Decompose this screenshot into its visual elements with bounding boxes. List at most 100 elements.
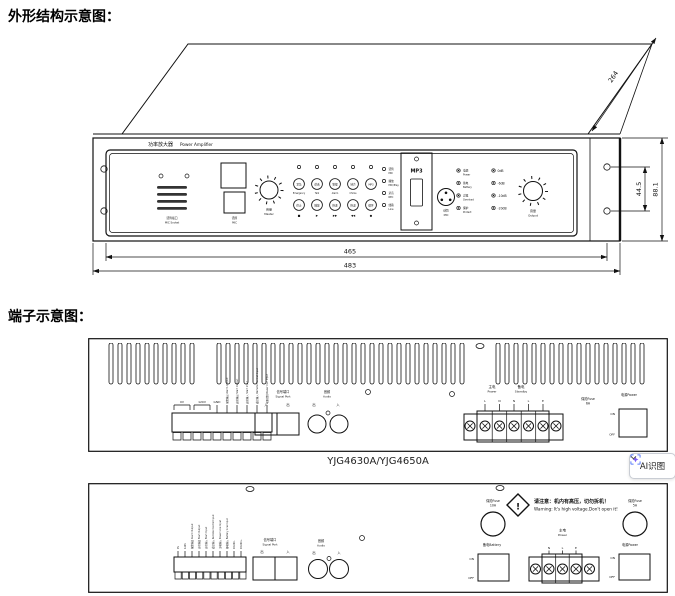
- dimension-height: 88.1: [622, 137, 668, 242]
- usb-slot: [410, 178, 423, 207]
- svg-text:快退: 快退: [350, 204, 356, 208]
- screw-hole: [495, 485, 505, 491]
- svg-text:遥控输入 Remote Control Input: 遥控输入 Remote Control Input: [211, 514, 215, 549]
- signal-port: 信号端口 Signal Port 入 出: [254, 389, 300, 436]
- battery-switch: 备电Battery ON OFF: [468, 542, 510, 582]
- svg-text:讲话: 讲话: [314, 183, 320, 187]
- svg-text:Audio: Audio: [317, 544, 325, 548]
- fuse-holder-10a: 保险Fuse 10A: [480, 498, 506, 537]
- svg-text:钟声: 钟声: [350, 183, 356, 187]
- mode-led-column: 话筒 MIC 播放 MIC/Play 录音 REC 线路 Line: [382, 167, 399, 211]
- section-title-structure: 外形结构示意图：: [8, 9, 120, 25]
- chevron-down-icon[interactable]: [630, 454, 637, 461]
- rear-panel-1: 0V 120V GND 报警输出 Alarm Output 启动输出 Start…: [88, 338, 668, 452]
- svg-text:出: 出: [312, 550, 315, 555]
- svg-text:电源控制 Power Con Input: 电源控制 Power Con Input: [265, 374, 269, 404]
- svg-text:Master: Master: [264, 212, 274, 216]
- svg-text:MIC Socket: MIC Socket: [165, 221, 179, 225]
- rear-panel-2: 0V 120V 报警输出 Alarm Output 启动输出 Start Out…: [88, 483, 668, 593]
- warning-diamond-icon: [506, 493, 530, 517]
- svg-text:OFF: OFF: [609, 575, 615, 579]
- front-view-drawing: 功率放大器 Power Amplifier 话筒插口 MIC Socket 话筒…: [92, 37, 668, 275]
- svg-text:话筒: 话筒: [389, 167, 395, 171]
- svg-text:Overload: Overload: [463, 198, 474, 201]
- svg-text:音量: 音量: [266, 207, 272, 212]
- mic-button-label-zh: 话筒: [232, 216, 238, 220]
- svg-text:N: N: [498, 399, 500, 403]
- mp3-label: MP3: [410, 169, 423, 175]
- brand-label-en: Power Amplifier: [180, 142, 213, 147]
- svg-text:N: N: [513, 399, 515, 403]
- status-led-column: 电源 Power 备电 Battery 过载 Overload 保护 Prote…: [456, 168, 474, 214]
- svg-text:备电: 备电: [463, 181, 469, 185]
- svg-text:L: L: [562, 546, 564, 550]
- fuse-label: 保险Fuse 6A: [581, 396, 595, 406]
- svg-text:出: 出: [260, 549, 263, 554]
- svg-text:音频: 音频: [324, 389, 331, 394]
- svg-text:OFF: OFF: [468, 576, 474, 580]
- vent-slots: [107, 343, 647, 385]
- svg-text:Power: Power: [487, 390, 497, 394]
- svg-text:-10dB: -10dB: [498, 194, 507, 198]
- svg-text:播放: 播放: [314, 204, 320, 208]
- svg-text:启动输出 Start Output: 启动输出 Start Output: [197, 525, 201, 549]
- panel-hole: [359, 535, 365, 541]
- svg-text:话筒插口: 话筒插口: [166, 216, 177, 220]
- svg-text:ON: ON: [469, 557, 474, 561]
- svg-text:●: ●: [370, 214, 373, 218]
- svg-text:出: 出: [312, 402, 315, 407]
- svg-text:启动输出 Start Output: 启动输出 Start Output: [235, 379, 239, 404]
- svg-text:Standby: Standby: [515, 390, 528, 394]
- svg-text:0V: 0V: [177, 546, 180, 549]
- svg-text:0V: 0V: [180, 400, 185, 404]
- svg-text:E: E: [575, 546, 577, 550]
- svg-text:入: 入: [286, 550, 290, 554]
- ai-image-recognition-button[interactable]: AI识图: [629, 453, 675, 479]
- svg-text:入: 入: [336, 403, 340, 407]
- ai-button-label: AI识图: [639, 462, 666, 472]
- svg-text:Battery: Battery: [463, 186, 472, 189]
- svg-text:录音: 录音: [389, 191, 395, 195]
- svg-text:信号端口: 信号端口: [264, 537, 277, 542]
- signal-port: 信号端口 Signal Port 出 入: [252, 537, 298, 581]
- mic-socket-grille: 话筒插口 MIC Socket: [157, 173, 190, 225]
- terminal-block: 0V 120V 报警输出 Alarm Output 启动输出 Start Out…: [173, 514, 247, 580]
- svg-text:保险Fuse: 保险Fuse: [486, 498, 500, 503]
- svg-text:Audio: Audio: [323, 395, 331, 399]
- svg-text:E: E: [542, 399, 544, 403]
- audio-connectors: 音频 Audio 出 入: [307, 389, 349, 434]
- panel-frame: [105, 149, 578, 237]
- dimension-outer-width: 483: [92, 243, 621, 275]
- svg-text:6A: 6A: [586, 402, 591, 406]
- svg-text:紧急: 紧急: [296, 183, 302, 187]
- svg-text:入: 入: [264, 403, 268, 407]
- svg-text:Protect: Protect: [463, 211, 472, 214]
- mount-hole: [100, 165, 108, 173]
- svg-text:保护: 保护: [463, 206, 469, 210]
- high-voltage-warning: ! 请注意：机内有高压，切勿拆机！ Warning: It's high vol…: [506, 493, 618, 517]
- svg-text:MIC: MIC: [444, 213, 449, 217]
- ai-sparkle-icon: [630, 454, 641, 465]
- panel-hole: [365, 389, 371, 395]
- svg-text:遥控输入 Remote Control Input: 遥控输入 Remote Control Input: [255, 368, 259, 404]
- svg-text:Alarm: Alarm: [332, 192, 338, 195]
- screw-hole: [475, 343, 485, 349]
- svg-text:88.1: 88.1: [652, 182, 660, 196]
- svg-text:过载: 过载: [463, 194, 469, 198]
- fuse-holder-5a: 保险Fuse 5A: [622, 498, 648, 537]
- svg-text:120V: 120V: [184, 543, 187, 549]
- terminal-block: 0V 120V GND 报警输出 Alarm Output 启动输出 Start…: [171, 368, 273, 441]
- panel-hole: [449, 391, 455, 397]
- audio-connectors: 音频 Audio 出 入: [308, 538, 349, 579]
- svg-text:OFF: OFF: [609, 433, 615, 437]
- power-terminal-strip: 主电 Power L N 备电 Standby N L E: [463, 384, 564, 443]
- svg-text:Warning: It's high voltage.Don: Warning: It's high voltage.Don't open it…: [534, 507, 618, 512]
- svg-text:请注意：机内有高压，切勿拆机！: 请注意：机内有高压，切勿拆机！: [534, 498, 609, 505]
- svg-text:线路: 线路: [389, 203, 395, 207]
- svg-text:主电: 主电: [489, 384, 497, 389]
- mic-button-label-en: MIC: [232, 221, 237, 225]
- svg-text:Emergency: Emergency: [293, 192, 306, 195]
- svg-text:-20dB: -20dB: [498, 207, 507, 211]
- dimension-depth: 264: [591, 37, 657, 132]
- mount-hole: [100, 207, 108, 215]
